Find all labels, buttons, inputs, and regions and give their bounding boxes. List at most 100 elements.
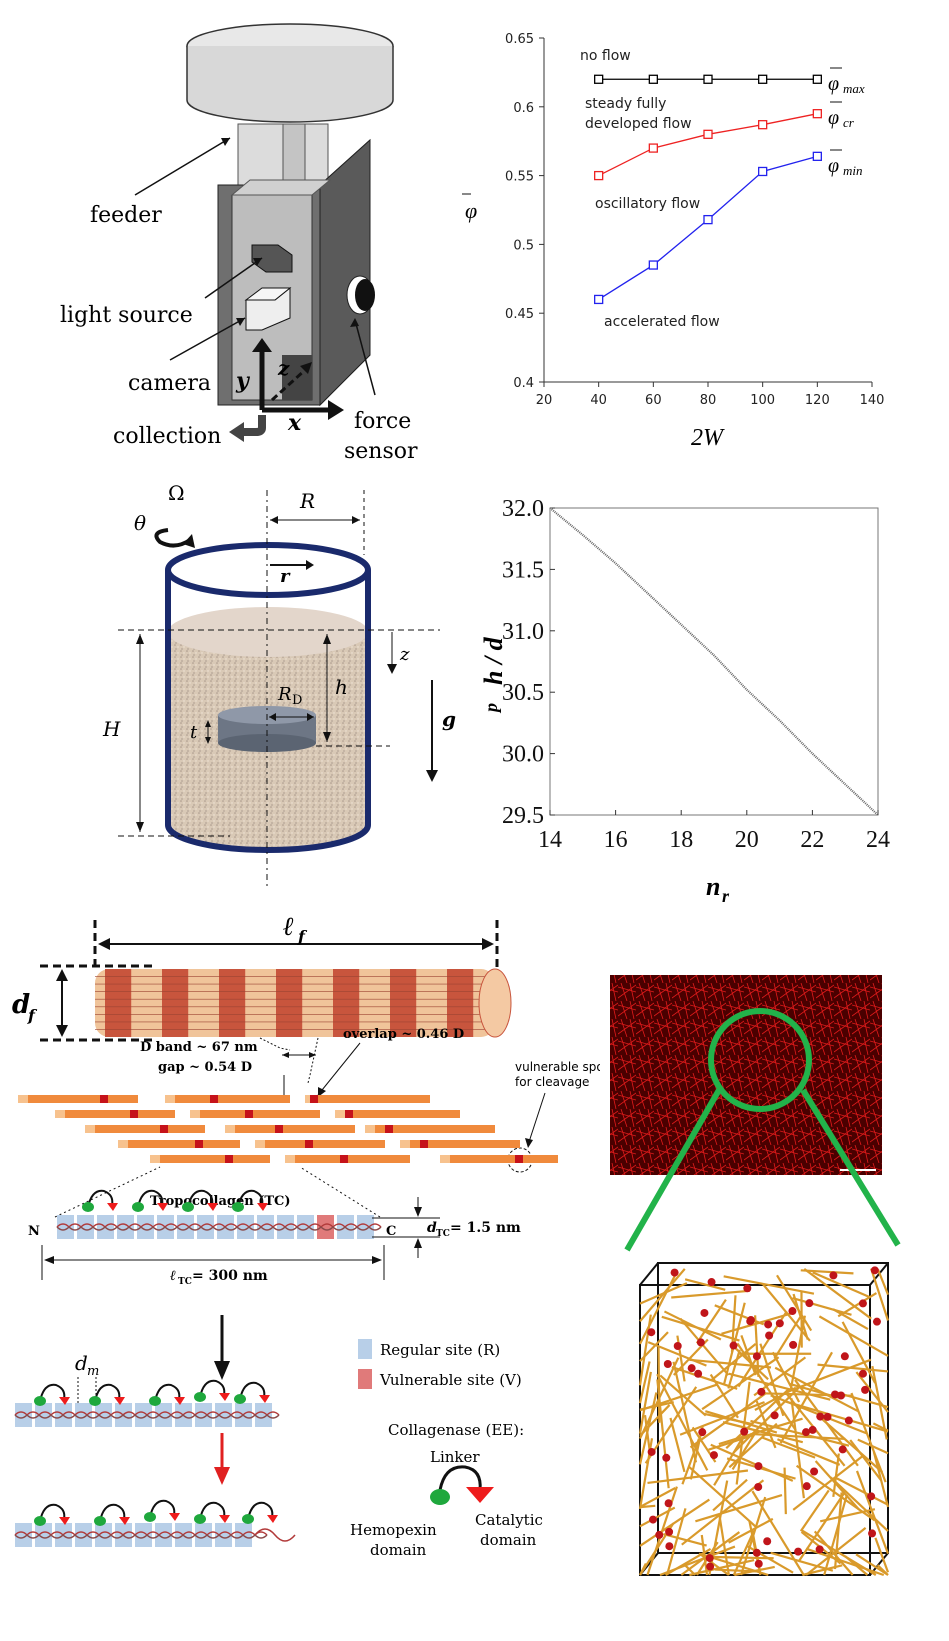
light-source-label: light source (60, 303, 193, 328)
network-fiber (671, 1366, 738, 1390)
phi-x-tick-label: 80 (700, 393, 717, 408)
network-fiber (754, 1315, 760, 1377)
fibril-band (219, 969, 246, 1037)
network-bead (858, 1369, 867, 1378)
network-diagram (610, 975, 901, 1577)
zoom-circle (708, 1008, 812, 1112)
svg-text:domain: domain (370, 1541, 427, 1559)
h-plot-frame (549, 507, 879, 816)
enzyme-catalytic (59, 1397, 70, 1405)
regular-site (15, 1523, 32, 1547)
network-fiber (661, 1315, 740, 1342)
legend-vulnerable-swatch (358, 1369, 372, 1389)
staggered-molecule (255, 1140, 385, 1148)
enzyme-hemopexin (194, 1392, 206, 1402)
h-y-tick-label: 31.5 (502, 557, 544, 583)
svg-text:for cleavage: for cleavage (515, 1075, 589, 1089)
force-sensor-label-1: force (354, 409, 411, 434)
h-x-tick-label: 24 (866, 827, 890, 853)
h-ylabel-sub: p (481, 703, 501, 714)
phi-point (758, 166, 768, 177)
regular-site (135, 1523, 152, 1547)
network-fiber (876, 1564, 889, 1576)
network-bead (663, 1360, 672, 1369)
label-df: d (12, 990, 30, 1020)
legend-regular-label: Regular site (R) (380, 1341, 500, 1359)
network-fiber (639, 1271, 678, 1345)
network-bead (752, 1548, 761, 1557)
phi-x-tick-label: 100 (750, 393, 775, 408)
network-fiber (771, 1351, 801, 1403)
vulnerable-mark (340, 1155, 348, 1163)
staggered-molecule (335, 1110, 460, 1118)
vulnerable-mark (305, 1140, 313, 1148)
network-bead (664, 1499, 673, 1508)
network-fiber (680, 1531, 741, 1576)
network-fiber (813, 1530, 854, 1576)
network-fiber (639, 1383, 718, 1412)
annotation-steady-2: developed flow (585, 116, 692, 132)
staggered-molecule (305, 1095, 430, 1103)
h-series (549, 507, 879, 816)
network-bead (840, 1352, 849, 1361)
network-bead (707, 1278, 716, 1287)
network-fiber (789, 1382, 839, 1399)
network-fiber (681, 1438, 700, 1485)
vulnerable-mark (245, 1110, 253, 1118)
network-fiber (837, 1292, 878, 1318)
network-fiber (728, 1517, 774, 1544)
enzyme-hemopexin (34, 1396, 46, 1406)
regular-site (257, 1215, 274, 1239)
network-fiber (855, 1553, 889, 1576)
regular-site (155, 1523, 172, 1547)
network-fiber (829, 1476, 889, 1532)
regular-site (95, 1403, 112, 1427)
label-R: R (299, 489, 315, 513)
phi-ylabel: φ (465, 198, 477, 223)
network-fiber (639, 1487, 676, 1508)
enzyme-hemopexin (132, 1202, 144, 1212)
enzyme-catalytic (59, 1517, 70, 1525)
network-fiber (701, 1356, 780, 1411)
network-fiber (665, 1547, 712, 1576)
svg-text:TC: TC (436, 1229, 450, 1239)
label-g: g (442, 707, 456, 731)
phi-point (703, 214, 713, 225)
regular-site (75, 1403, 92, 1427)
phi-y-tick-label: 0.65 (505, 32, 534, 47)
label-omega: Ω (168, 481, 185, 505)
network-fiber (792, 1454, 865, 1511)
enzyme-hemopexin (82, 1202, 94, 1212)
network-fiber (739, 1496, 767, 1576)
network-fiber (639, 1498, 710, 1547)
network-fiber (819, 1508, 876, 1523)
svg-text:m: m (87, 1364, 99, 1379)
vulnerable-mark (130, 1110, 138, 1118)
network-bead (810, 1467, 819, 1476)
phi-y-tick-label: 0.45 (505, 307, 534, 322)
phi-point (648, 74, 658, 84)
phi-x-tick-label: 120 (805, 393, 830, 408)
phi-point (703, 74, 713, 84)
network-bead (740, 1427, 749, 1436)
network-bead (858, 1299, 867, 1308)
label-dband: D band ~ 67 nm (140, 1040, 258, 1055)
network-fiber (727, 1349, 741, 1389)
h-y-tick-label: 29.5 (502, 803, 544, 829)
annotation-no-flow: no flow (580, 48, 631, 64)
phi-y-tick-label: 0.5 (513, 238, 534, 253)
label-ltc: ℓ (170, 1268, 176, 1284)
tc-cleaved (14, 1499, 296, 1547)
network-fiber (723, 1275, 815, 1295)
network-bead (754, 1559, 763, 1568)
tc-with-enzymes (14, 1379, 280, 1427)
svg-text:cr: cr (843, 115, 855, 130)
enzyme-hemopexin (242, 1514, 254, 1524)
network-bead (752, 1352, 761, 1361)
process-arrow-1 (214, 1361, 230, 1380)
regular-site (35, 1403, 52, 1427)
enzyme-catalytic (169, 1513, 180, 1521)
phi-x-tick-label: 60 (645, 393, 662, 408)
regular-site (215, 1403, 232, 1427)
